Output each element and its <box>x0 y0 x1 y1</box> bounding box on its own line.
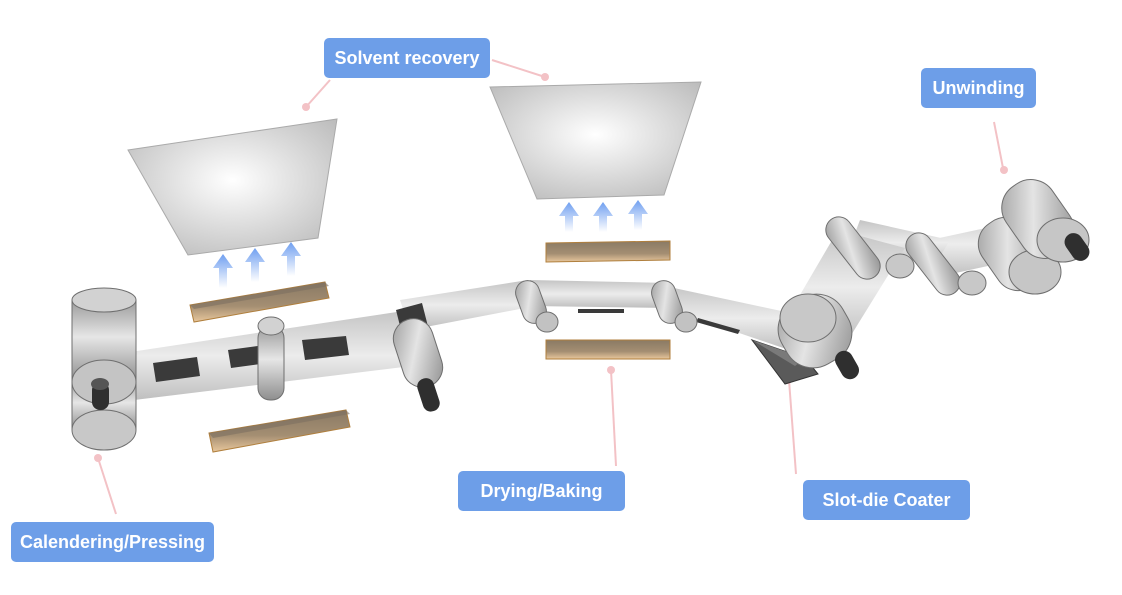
label-solvent-recovery: Solvent recovery <box>324 38 490 78</box>
heater-plate-upper-right <box>545 240 671 263</box>
leader-dot-unwinding <box>1000 166 1008 174</box>
calender-center-roll <box>257 316 285 401</box>
arrow-up-icon <box>593 202 613 232</box>
guide-rollers <box>825 216 987 296</box>
leader-slotdie <box>788 379 797 475</box>
arrow-up-icon <box>628 200 648 230</box>
heater-plate-lower-left <box>208 409 351 453</box>
leader-unwinding <box>993 121 1004 169</box>
heater-plate-lower-right <box>545 339 671 360</box>
coating-strip <box>578 309 624 313</box>
label-unwinding: Unwinding <box>921 68 1036 108</box>
electrode-block <box>153 357 200 382</box>
solvent-hood-left <box>127 118 338 256</box>
arrow-up-icon <box>281 242 301 276</box>
solvent-hood-right <box>489 81 702 200</box>
leader-solvent-right <box>491 59 546 78</box>
leader-lines <box>97 59 1004 515</box>
calender-roll-stack <box>71 287 137 451</box>
arrow-up-icon <box>213 254 233 288</box>
heater-plate-upper-left <box>189 281 330 323</box>
coating-roller <box>777 293 859 380</box>
leader-calender <box>97 457 117 515</box>
leader-dot-solvent-right <box>541 73 549 81</box>
label-slot-die-coater: Slot-die Coater <box>803 480 970 520</box>
drying-rollers <box>515 280 698 333</box>
arrow-up-icon <box>245 248 265 282</box>
label-drying-baking: Drying/Baking <box>458 471 625 511</box>
transfer-roller <box>392 318 444 412</box>
coating-strip <box>696 318 740 334</box>
leader-dot-drying <box>607 366 615 374</box>
label-calendering-pressing: Calendering/Pressing <box>11 522 214 562</box>
leader-solvent-left <box>305 79 331 108</box>
leader-dot-solvent-left <box>302 103 310 111</box>
vapor-arrows-right <box>559 200 648 232</box>
unwinding-rollers <box>977 179 1090 295</box>
leader-drying <box>610 369 617 467</box>
electrode-block <box>302 336 349 360</box>
arrow-up-icon <box>559 202 579 232</box>
leader-dot-calender <box>94 454 102 462</box>
vapor-arrows-left <box>213 242 301 288</box>
